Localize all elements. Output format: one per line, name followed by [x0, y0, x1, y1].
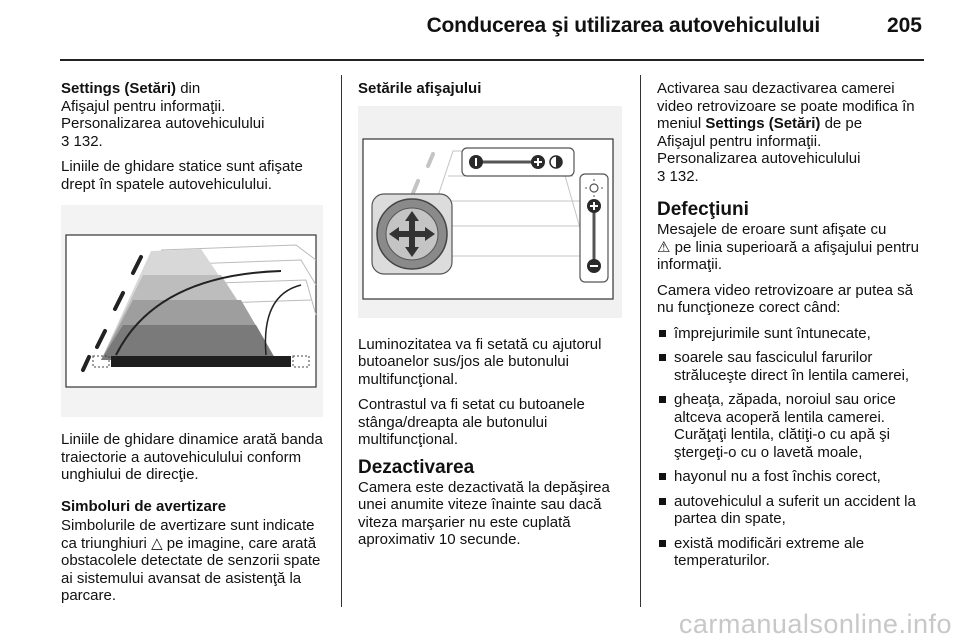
- page-number: 205: [886, 14, 922, 37]
- watermark: carmanualsonline.info: [678, 609, 952, 639]
- list-item: autovehiculul a suferit un accident la p…: [657, 493, 931, 528]
- page-reference[interactable]: 132.: [73, 132, 103, 150]
- settings-link-text[interactable]: Settings (Setări): [705, 115, 821, 132]
- deactivation-text: Camera este dezactivată la depăşirea une…: [358, 478, 610, 549]
- fault-messages-text: Mesajele de eroare sunt afişate cu ⚠ pe …: [657, 221, 919, 273]
- list-item: există modificări extreme ale temperatur…: [657, 535, 931, 570]
- display-settings-heading: Setările afişajului: [358, 80, 482, 97]
- column-1: Settings (Setări) din Afişajul pentru in…: [61, 80, 327, 613]
- header-rule: [60, 59, 924, 61]
- page-reference[interactable]: 132.: [669, 167, 699, 185]
- activation-paragraph: Activarea sau dezactivarea camerei video…: [657, 80, 915, 185]
- settings-link-text[interactable]: Settings (Setări): [61, 80, 177, 97]
- column-3: Activarea sau dezactivarea camerei video…: [657, 80, 931, 577]
- deactivation-heading: Dezactivarea: [358, 456, 475, 478]
- warning-triangle-icon: △: [151, 534, 163, 552]
- reference-arrow-icon: 3: [61, 132, 70, 150]
- column-2: Setările afişajului: [358, 80, 630, 557]
- warning-symbols-heading: Simboluri de avertizare: [61, 497, 227, 515]
- list-item: soarele sau fasciculul farurilor străluc…: [657, 349, 931, 384]
- static-guidelines-text: Liniile de ghidare statice sunt afişate …: [61, 158, 303, 193]
- dynamic-guidelines-text: Liniile de ghidare dinamice arată banda …: [61, 431, 323, 483]
- column-divider-1: [341, 75, 342, 607]
- list-item: gheaţa, zăpada, noroiul sau orice altcev…: [657, 391, 931, 461]
- contrast-text: Contrastul va fi setat cu butoanele stân…: [358, 396, 585, 448]
- warning-triangle-icon: ⚠: [657, 238, 671, 256]
- reference-arrow-icon: 3: [657, 167, 666, 185]
- warning-symbols-text: Simbolurile de avertizare sunt indicate …: [61, 517, 321, 604]
- display-settings-figure: [358, 105, 622, 318]
- malfunction-list: împrejurimile sunt întunecate, soarele s…: [657, 325, 931, 570]
- faults-heading: Defecţiuni: [657, 199, 749, 220]
- brightness-text: Luminozitatea va fi setată cu ajutorul b…: [358, 335, 602, 388]
- list-item: împrejurimile sunt întunecate,: [657, 325, 931, 343]
- page-title: Conducerea şi utilizarea autovehiculului: [426, 14, 821, 37]
- rear-camera-guidelines-figure: [61, 205, 323, 417]
- list-item: hayonul nu a fost închis corect,: [657, 468, 931, 486]
- malfunction-intro-text: Camera video retrovizoare ar putea să nu…: [657, 281, 913, 317]
- column-divider-2: [640, 75, 641, 607]
- settings-reference-paragraph: Settings (Setări) din Afişajul pentru in…: [61, 80, 265, 150]
